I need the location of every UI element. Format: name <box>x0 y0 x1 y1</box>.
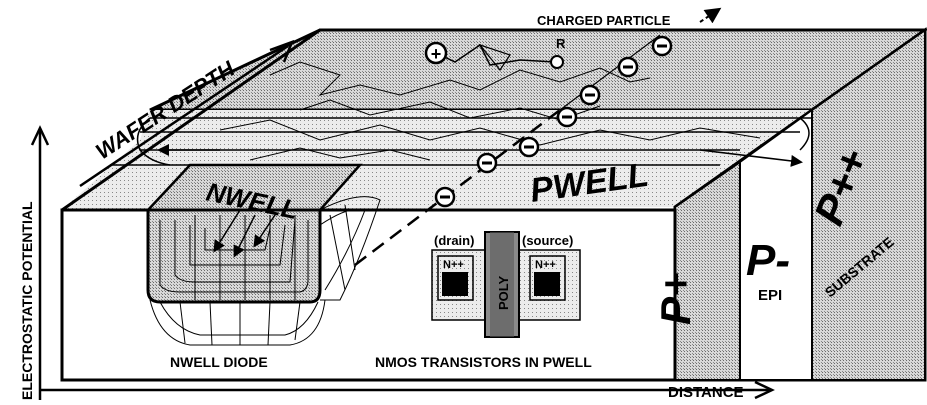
negative-charge <box>619 58 637 76</box>
nmos-transistors-label: NMOS TRANSISTORS IN PWELL <box>375 354 592 370</box>
charged-particle-label: CHARGED PARTICLE <box>537 13 671 28</box>
p-minus-label: P- <box>746 236 790 285</box>
poly-label: POLY <box>496 275 511 310</box>
p-plus-label: P+ <box>652 272 699 325</box>
negative-charge <box>436 188 454 206</box>
source-label: (source) <box>522 233 573 248</box>
n-plus-plus-right-label: N++ <box>535 259 556 271</box>
negative-charge <box>581 86 599 104</box>
nwell-diode-label: NWELL DIODE <box>170 354 268 370</box>
distance-label: DISTANCE <box>668 384 744 401</box>
svg-text:R: R <box>556 36 566 51</box>
negative-charge <box>520 138 538 156</box>
negative-charge <box>478 154 496 172</box>
svg-text:+: + <box>431 44 442 64</box>
n-plus-plus-left-label: N++ <box>443 259 464 271</box>
electrostatic-potential-label: ELECTROSTATIC POTENTIAL <box>19 201 35 400</box>
wafer-top-surface <box>150 30 925 110</box>
epi-label: EPI <box>758 287 782 304</box>
negative-charge <box>558 108 576 126</box>
positive-charge: + <box>426 43 446 64</box>
negative-charge <box>653 37 671 55</box>
drain-label: (drain) <box>434 233 474 248</box>
